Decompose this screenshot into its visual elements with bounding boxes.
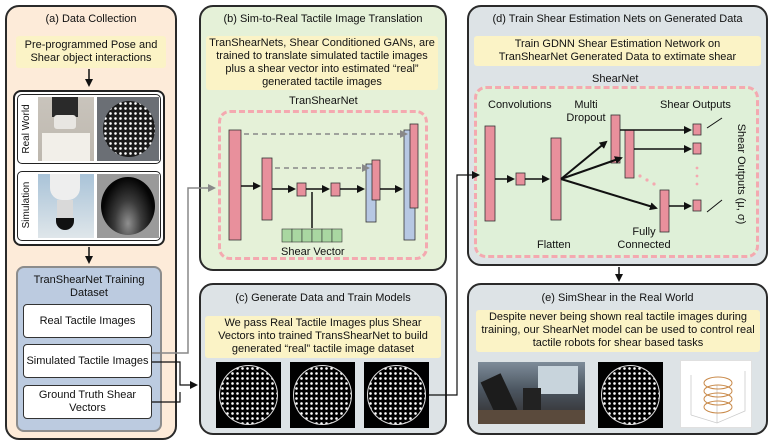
dataset-item-simulated: Simulated Tactile Images bbox=[23, 344, 152, 378]
generated-tactile-image-2 bbox=[290, 362, 355, 428]
arrow-panel-c-to-panel-d bbox=[429, 171, 480, 396]
shearnet-label: ShearNet bbox=[592, 73, 639, 85]
transhearnet-label: TranShearNet bbox=[289, 95, 358, 107]
flatten-label: Flatten bbox=[537, 239, 571, 251]
dropout-layer-1 bbox=[610, 114, 621, 164]
sim-robot-render bbox=[38, 174, 94, 238]
shear-output-2 bbox=[692, 142, 702, 155]
panel-b-note: TranShearNets, Shear Conditioned GANs, a… bbox=[206, 36, 438, 90]
decoder-layer-1-concat bbox=[371, 159, 381, 201]
dropout-layer-n bbox=[659, 189, 670, 233]
bottleneck-layer bbox=[330, 182, 341, 197]
generated-tactile-image-3 bbox=[364, 362, 429, 428]
fully-connected-label: Fully Connected bbox=[617, 226, 671, 251]
arrow-dataset-to-panel-c bbox=[152, 361, 198, 403]
shearnet-layers bbox=[484, 114, 723, 233]
shear-vector bbox=[281, 192, 343, 243]
conv-layer-2 bbox=[515, 172, 526, 186]
sim-tactile-thumbnail bbox=[97, 174, 159, 238]
flatten-layer bbox=[550, 137, 562, 221]
encoder-layer-2 bbox=[261, 157, 273, 221]
real-tactile-thumbnail bbox=[97, 97, 159, 161]
multi-dropout-label: Multi Dropout bbox=[566, 99, 606, 124]
panel-e-title: (e) SimShear in the Real World bbox=[541, 292, 694, 304]
encoder-layer-1 bbox=[228, 129, 242, 241]
shear-outputs-label: Shear Outputs bbox=[660, 99, 731, 111]
real-robot-lab-photo bbox=[478, 362, 585, 424]
shear-output-n bbox=[692, 199, 702, 212]
shear-output-1 bbox=[692, 123, 702, 136]
conv-layer-1 bbox=[484, 125, 496, 222]
panel-e-note: Despite never being shown real tactile i… bbox=[476, 310, 760, 352]
arrow-dataset-to-panel-b bbox=[152, 184, 216, 354]
encoder-layer-3 bbox=[296, 182, 307, 197]
real-world-row bbox=[17, 94, 161, 164]
dataset-item-real: Real Tactile Images bbox=[23, 304, 152, 338]
panel-c-title: (c) Generate Data and Train Models bbox=[235, 292, 411, 304]
panel-a-note: Pre-programmed Pose and Shear object int… bbox=[16, 36, 166, 68]
panel-d-title: (d) Train Shear Estimation Nets on Gener… bbox=[492, 13, 743, 25]
transhearnet-frame bbox=[218, 110, 428, 260]
simulation-row bbox=[17, 171, 161, 241]
panel-d-note: Train GDNN Shear Estimation Network on T… bbox=[474, 36, 761, 66]
dropout-layer-2 bbox=[624, 129, 635, 179]
real-robot-photo bbox=[38, 97, 94, 161]
trajectory-3d-plot bbox=[680, 360, 752, 428]
dataset-item-shear: Ground Truth Shear Vectors bbox=[23, 385, 152, 419]
convolutions-label: Convolutions bbox=[488, 99, 552, 111]
panel-a-title: (a) Data Collection bbox=[45, 13, 137, 25]
transhearnet-layers bbox=[228, 123, 419, 241]
panel-c-note: We pass Real Tactile Images plus Shear V… bbox=[205, 316, 441, 358]
decoder-layer-2-concat bbox=[409, 123, 419, 209]
real-world-tactile-image bbox=[598, 362, 663, 428]
generated-tactile-image-1 bbox=[216, 362, 281, 428]
panel-b-title: (b) Sim-to-Real Tactile Image Translatio… bbox=[223, 13, 423, 25]
dataset-title: TranShearNet Training Dataset bbox=[33, 274, 145, 299]
shear-vector-label: Shear Vector bbox=[281, 246, 345, 258]
